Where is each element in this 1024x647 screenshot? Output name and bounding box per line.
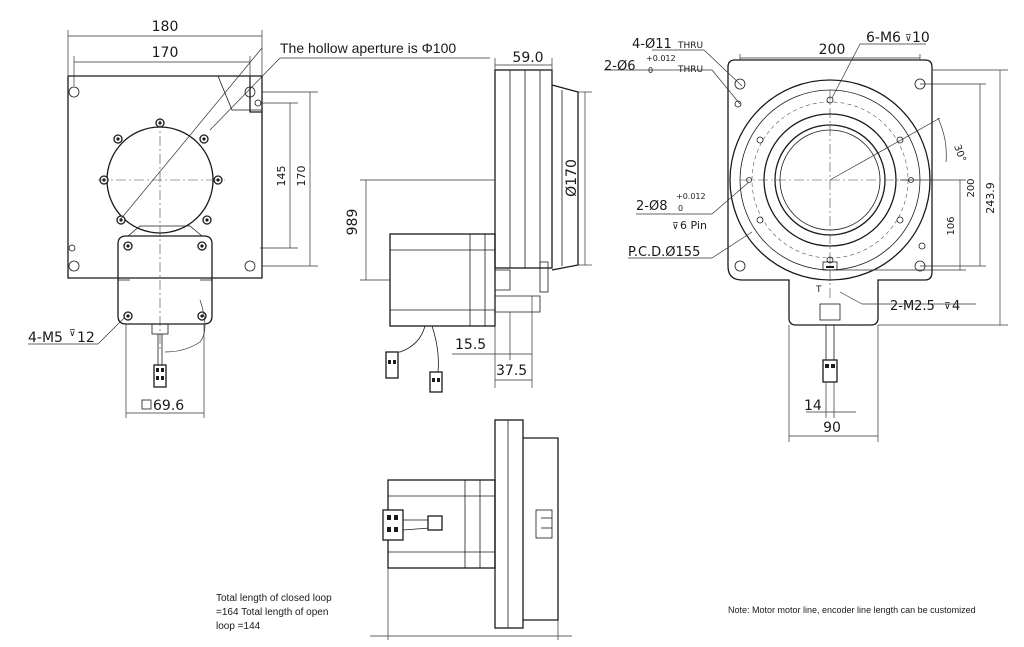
front-label-screws: 4-M5 <box>28 330 63 346</box>
front-corner-hole <box>68 260 80 272</box>
side-dim-diameter: Ø170 <box>564 159 580 197</box>
front-plate-notch <box>217 75 262 111</box>
rear-label-pin-depth: 6 Pin <box>680 219 707 232</box>
front-label-screws-depth: 12 <box>77 330 95 346</box>
rear-label-small-tapped: 2-M2.5 <box>890 299 935 314</box>
rear-dim-14: 14 <box>804 398 822 414</box>
side-connector <box>385 351 399 379</box>
front-dim-width-inner: 170 <box>152 45 179 61</box>
side-connector <box>429 371 443 393</box>
front-corner-hole <box>244 86 256 98</box>
rear-label-pin-holes-top-tol: +0.012 <box>646 54 676 63</box>
rear-label-tapped: 6-M6 <box>866 30 901 46</box>
front-connector <box>153 364 167 388</box>
front-pin-hole <box>68 244 76 252</box>
bottom-note-line3: loop =144 <box>216 621 261 632</box>
front-bolt-ring <box>99 118 223 225</box>
rear-dim-106: 106 <box>946 216 957 235</box>
bottom-note-line2: =164 Total length of open <box>216 607 328 618</box>
customization-note: Note: Motor motor line, encoder line len… <box>728 605 976 615</box>
rear-label-angle: 30° <box>951 143 967 163</box>
depth-symbol: ⊽ <box>905 34 912 44</box>
front-motor-square <box>117 235 213 325</box>
side-dim-height: 989 <box>345 209 361 236</box>
rear-label-tapped-depth: 10 <box>912 30 930 46</box>
front-dim-width-outer: 180 <box>152 19 179 35</box>
rear-label-t: T <box>815 285 822 295</box>
bottom-flange <box>494 419 524 629</box>
depth-symbol: ⊽ <box>672 222 679 232</box>
rear-dim-90: 90 <box>823 420 841 436</box>
bottom-note-line1: Total length of closed loop <box>216 593 332 604</box>
rear-plate-outline <box>727 59 933 326</box>
front-dim-height-outer: 170 <box>295 166 308 187</box>
rear-label-pin-holes-top: 2-Ø6 <box>604 59 635 74</box>
rear-label-through-holes: 4-Ø11 <box>632 37 672 52</box>
rear-dim-width: 200 <box>819 42 846 58</box>
front-dim-square: 69.6 <box>153 398 184 414</box>
depth-symbol: ⊽ <box>944 302 951 312</box>
front-corner-hole <box>68 86 80 98</box>
rear-label-pcd: P.C.D.Ø155 <box>628 245 700 260</box>
bottom-view <box>370 419 572 640</box>
square-symbol <box>141 399 152 410</box>
rear-label-through-holes-suffix: THRU <box>677 41 703 51</box>
side-dim-thickness: 59.0 <box>512 50 543 66</box>
side-output-disc <box>551 84 579 271</box>
rear-label-pin-holes-zero: 0 <box>678 204 683 213</box>
hollow-note: The hollow aperture is Φ100 <box>280 40 456 56</box>
rear-label-small-tapped-depth: 4 <box>952 299 960 314</box>
bottom-connector <box>382 509 404 541</box>
rear-label-pin-holes-top-suffix: THRU <box>677 65 703 75</box>
front-plate-body <box>67 75 263 279</box>
rear-connector <box>822 359 838 383</box>
side-dim-37-5: 37.5 <box>496 363 527 379</box>
rear-label-pin-holes: 2-Ø8 <box>636 199 667 214</box>
front-dim-height-inner: 145 <box>275 166 288 187</box>
front-corner-hole <box>244 260 256 272</box>
side-view <box>360 58 592 393</box>
rear-dim-height-outer: 243.9 <box>984 182 997 214</box>
side-motor <box>389 233 496 327</box>
rear-dim-height-inner: 200 <box>966 178 977 197</box>
front-view <box>28 30 490 418</box>
side-dim-15-5: 15.5 <box>455 337 486 353</box>
rear-view <box>604 43 1008 442</box>
depth-symbol: ⊽ <box>69 329 76 339</box>
rear-label-pin-holes-top-zero: 0 <box>648 66 653 75</box>
side-flange <box>494 69 553 269</box>
rear-label-pin-holes-tol: +0.012 <box>676 192 706 201</box>
